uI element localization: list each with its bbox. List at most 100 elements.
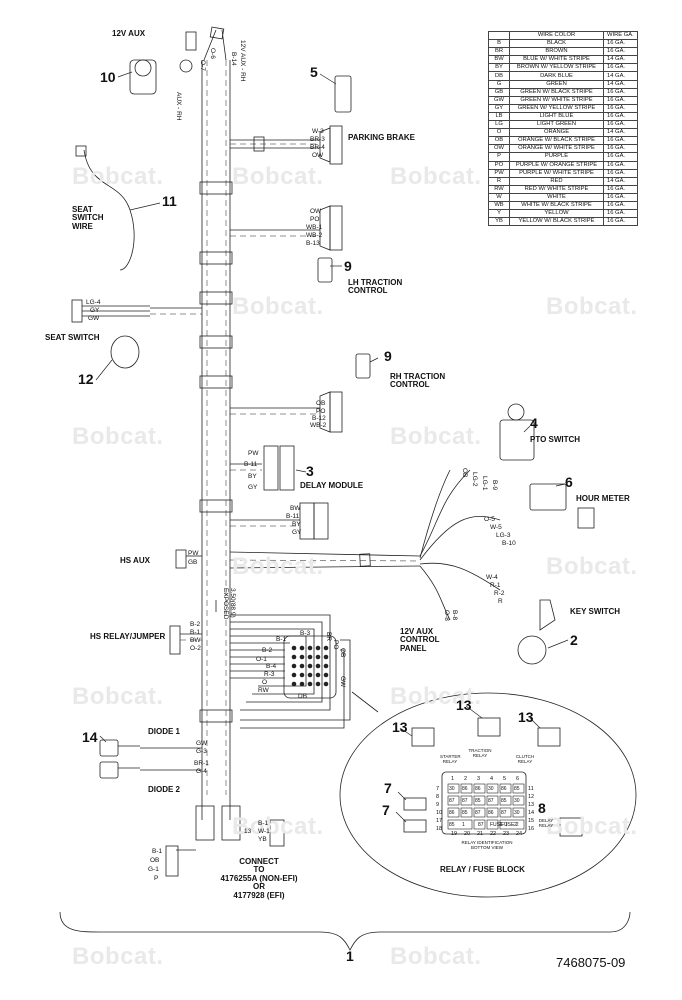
wire-r3: R-3 xyxy=(264,671,275,678)
wire-bw: BW xyxy=(290,505,301,512)
wire-table-cell: 16 GA. xyxy=(603,209,638,219)
wire-table-cell: RED xyxy=(509,176,604,186)
relay-pin-number: 2 xyxy=(464,776,468,782)
wire-table-cell: 16 GA. xyxy=(603,47,638,57)
callout-4: 4 xyxy=(530,415,538,431)
callout-13: 13 xyxy=(518,709,534,725)
wire-table-cell: RW xyxy=(488,184,510,194)
wire-b8: B-8 xyxy=(451,610,458,621)
wire-r2: R-2 xyxy=(494,590,505,597)
wire-br4: BR-4 xyxy=(310,144,325,151)
wire-table-cell: BROWN xyxy=(509,47,604,57)
wire-o: O xyxy=(262,679,268,686)
wire-table-cell: BLUE W/ WHITE STRIPE xyxy=(509,55,604,65)
wire-table-cell: 16 GA. xyxy=(603,39,638,49)
wire-table-cell: PW xyxy=(488,168,510,178)
relay-cell-label: 85 xyxy=(462,810,468,816)
wire-lg4: LG-4 xyxy=(86,299,101,306)
wire-table-cell: 16 GA. xyxy=(603,168,638,178)
wire-table-cell: 16 GA. xyxy=(603,184,638,194)
wire-table-cell: GREEN W/ BLACK STRIPE xyxy=(509,87,604,97)
wire-gw: GW xyxy=(88,315,100,322)
wire-db: DB xyxy=(298,693,308,700)
relay-cell-label: 30 xyxy=(488,786,494,792)
wire-table-cell: 16 GA. xyxy=(603,217,638,227)
wire-table-cell: B xyxy=(488,39,510,49)
wire-table-cell: DARK BLUE xyxy=(509,71,604,81)
label-hour-meter: HOUR METER xyxy=(576,494,630,503)
relay-cell-label: 86 xyxy=(462,786,468,792)
label-relay-fuse-block: RELAY / FUSE BLOCK xyxy=(440,865,525,874)
label-lh-traction: LH TRACTION CONTROL xyxy=(348,278,403,296)
wire-o2: O-2 xyxy=(190,645,201,652)
callout-13: 13 xyxy=(456,697,472,713)
wire-table-cell: ORANGE xyxy=(509,128,604,138)
relay-cell-label: 86 xyxy=(488,810,494,816)
watermark: Bobcat. xyxy=(546,293,638,320)
watermark: Bobcat. xyxy=(72,423,164,450)
wire-bw: BW xyxy=(190,637,201,644)
relay-cell-label: 85 xyxy=(501,798,507,804)
relay-pin-number: 17 xyxy=(436,818,443,824)
watermark: Bobcat. xyxy=(232,163,324,190)
wire-table-cell: GREEN W/ WHITE STRIPE xyxy=(509,95,604,105)
wire-gb: GB xyxy=(188,559,198,566)
wire-table-cell: W xyxy=(488,192,510,202)
wire-pw: PW xyxy=(248,450,259,457)
label-parking-brake: PARKING BRAKE xyxy=(348,133,415,142)
wire-po: PO xyxy=(310,216,320,223)
watermark: Bobcat. xyxy=(390,163,482,190)
label-traction-relay: TRACTION RELAY xyxy=(468,748,492,758)
wire-table-cell: 14 GA. xyxy=(603,79,638,89)
relay-pin-number: 22 xyxy=(490,831,497,837)
part-number: 7468075-09 xyxy=(556,955,626,970)
wire-r1: R-1 xyxy=(490,582,501,589)
wire-b9: B-9 xyxy=(491,480,498,491)
wire-table-cell: 16 GA. xyxy=(603,136,638,146)
wire-ob: OB xyxy=(461,468,468,478)
relay-cell-label: 85 xyxy=(514,786,520,792)
wire-table-cell: ORANGE W/ BLACK STRIPE xyxy=(509,136,604,146)
wire-by: BY xyxy=(292,521,301,528)
wire-table-cell: G xyxy=(488,79,510,89)
wire-table-cell: GY xyxy=(488,103,510,113)
wire-table-cell: 16 GA. xyxy=(603,192,638,202)
wire-b14: B-14 xyxy=(230,52,237,66)
relay-pin-number: 11 xyxy=(528,786,534,792)
wire-table-cell: ORANGE W/ WHITE STRIPE xyxy=(509,144,604,154)
wire-b2: B-2 xyxy=(262,647,273,654)
relay-pin-number: 6 xyxy=(516,776,520,782)
wire-table-cell: 16 GA. xyxy=(603,152,638,162)
watermark: Bobcat. xyxy=(232,813,324,840)
wire-table-cell: GB xyxy=(488,87,510,97)
relay-cell-label: 30 xyxy=(514,810,520,816)
wire-br3: BR-3 xyxy=(310,136,325,143)
wire-table-cell: LG xyxy=(488,120,510,130)
relay-pin-number: 4 xyxy=(490,776,494,782)
relay-pin-number: 21 xyxy=(477,831,484,837)
wire-table-cell: GREEN W/ YELLOW STRIPE xyxy=(509,103,604,113)
watermark: Bobcat. xyxy=(546,553,638,580)
label-diode-2: DIODE 2 xyxy=(148,785,181,794)
wire-p: P xyxy=(154,875,159,882)
wire-table-cell: 16 GA. xyxy=(603,63,638,73)
wire-gy: GY xyxy=(292,529,302,536)
label-delay-module: DELAY MODULE xyxy=(300,481,364,490)
wire-table-cell: PURPLE W/ WHITE STRIPE xyxy=(509,168,604,178)
wire-table-cell: 14 GA. xyxy=(603,176,638,186)
callout-6: 6 xyxy=(565,474,573,490)
wire-table-cell: LIGHT BLUE xyxy=(509,111,604,122)
relay-pin-number: 15 xyxy=(528,818,535,824)
wire-table-cell: R xyxy=(488,176,510,186)
watermark: Bobcat. xyxy=(232,553,324,580)
wire-table-cell: OB xyxy=(488,136,510,146)
wire-table-cell: LB xyxy=(488,111,510,122)
